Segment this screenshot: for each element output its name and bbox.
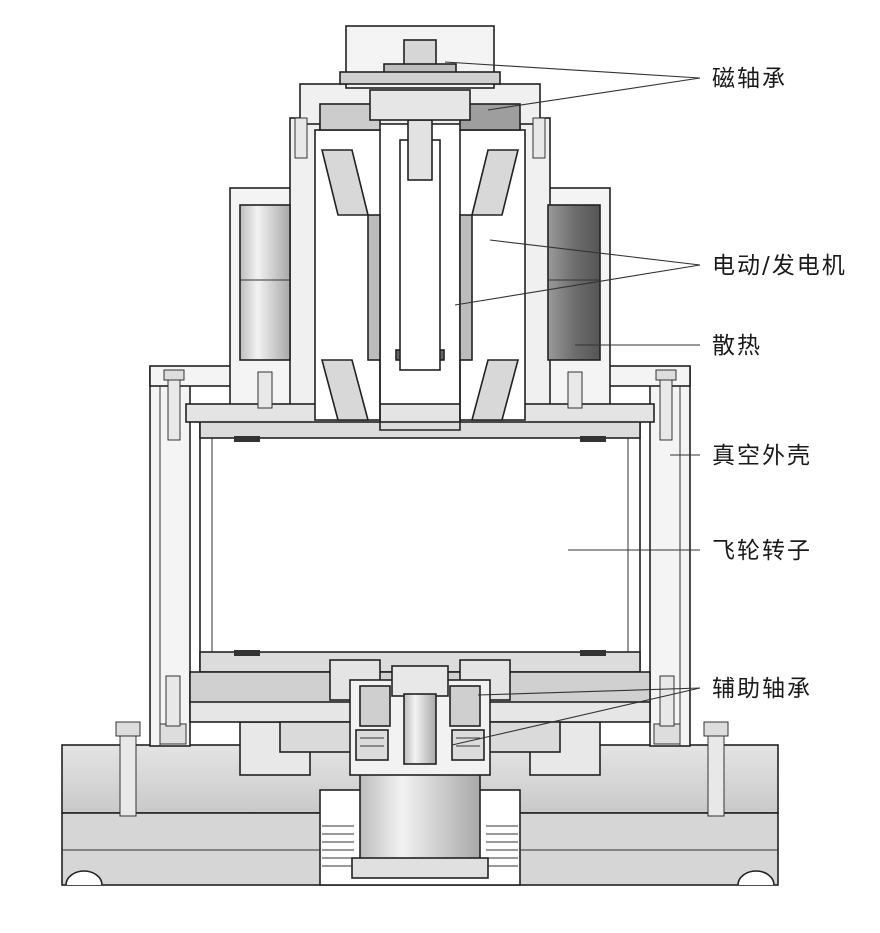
label-motor-generator: 电动/发电机 [712, 253, 847, 279]
leader-lines [444, 61, 701, 746]
auxiliary-bearing-assembly [349, 665, 491, 776]
central-shaft [339, 39, 501, 371]
flywheel-rotor [189, 419, 651, 703]
label-magnetic-bearing: 磁轴承 [712, 66, 787, 92]
motor-generator-assembly [314, 103, 526, 431]
label-vacuum-housing: 真空外壳 [712, 443, 812, 469]
cooling-fins [322, 825, 518, 867]
label-heat-dissipation: 散热 [712, 333, 762, 359]
vacuum-housing [115, 365, 729, 817]
label-auxiliary-bearing: 辅助轴承 [712, 676, 812, 702]
upper-bolts [257, 117, 583, 409]
label-flywheel-rotor: 飞轮转子 [712, 538, 812, 564]
